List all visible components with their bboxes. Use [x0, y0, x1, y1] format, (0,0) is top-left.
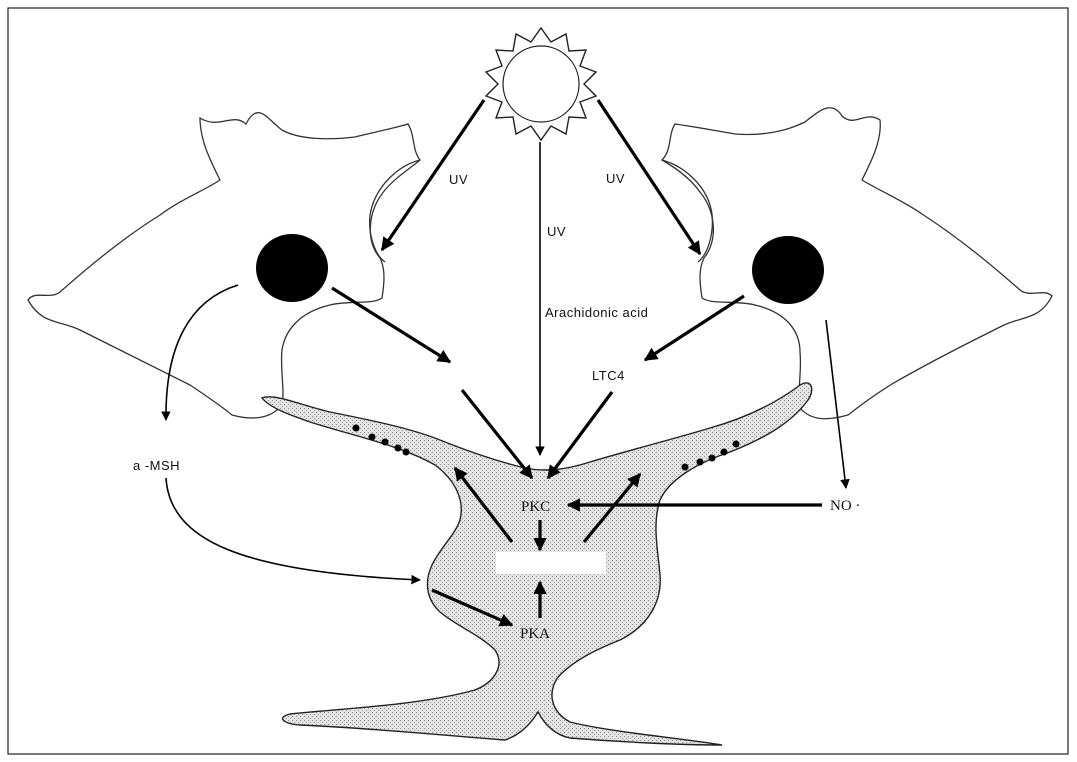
left-nucleus-to-redacted-arrow — [332, 288, 450, 362]
melanosome — [353, 425, 360, 432]
arachidonic-acid-label: Arachidonic acid — [545, 305, 648, 320]
melanosome — [721, 449, 728, 456]
no-label: NO · — [830, 498, 860, 514]
melanosome — [403, 449, 410, 456]
right-keratinocyte — [662, 108, 1052, 419]
msh-to-melanocyte-arrow — [166, 478, 420, 580]
uv-left-arrow — [382, 100, 484, 250]
melanosome — [733, 441, 740, 448]
right-cell-contour — [662, 160, 712, 262]
right-nucleus-to-no-arrow — [826, 320, 846, 488]
right-nucleus — [752, 236, 824, 304]
melanosome — [682, 464, 689, 471]
sun-icon — [486, 28, 596, 140]
melanosome — [709, 455, 716, 462]
uv-right-label: UV — [606, 171, 625, 186]
alpha-msh-label: a -MSH — [133, 458, 180, 473]
melanosome — [382, 439, 389, 446]
left-nucleus-to-msh-arrow — [166, 285, 238, 420]
left-keratinocyte — [28, 113, 420, 418]
melanosome — [369, 434, 376, 441]
melanosome — [697, 459, 704, 466]
pkc-label: PKC — [521, 499, 550, 515]
left-nucleus — [256, 234, 328, 302]
left-cell-contour — [370, 160, 420, 262]
redaction-box-center — [496, 552, 606, 574]
uv-center-label: UV — [547, 224, 566, 239]
uv-left-label: UV — [449, 172, 468, 187]
melanosome — [395, 445, 402, 452]
right-nucleus-to-ltc4-arrow — [645, 296, 744, 360]
ltc4-label: LTC4 — [592, 368, 625, 383]
pka-label: PKA — [520, 626, 550, 642]
